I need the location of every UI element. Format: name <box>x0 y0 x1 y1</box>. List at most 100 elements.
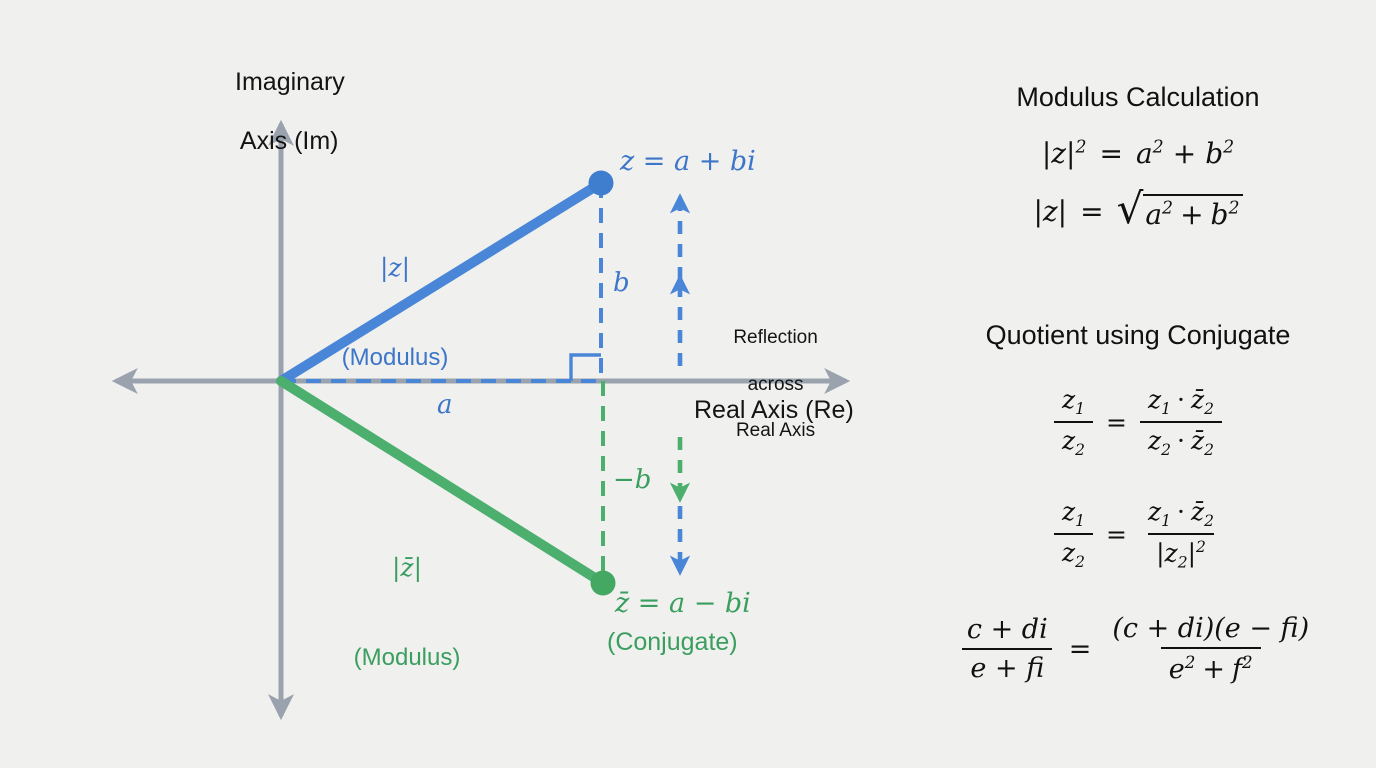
real-axis-label: Real Axis (Re) <box>694 396 854 424</box>
q1-rd1-sub: 2 <box>1161 441 1172 459</box>
q1-dot2: · <box>1177 426 1185 455</box>
q2-dot: · <box>1177 497 1185 526</box>
q2-rn1-sub: 1 <box>1161 512 1172 530</box>
reflection-note-line2: across <box>747 373 804 395</box>
q1-rn1-sub: 1 <box>1161 400 1172 418</box>
q1-rd2: z̄ <box>1190 426 1205 455</box>
quotient-eq2-right-fraction: z1·z̄2 |z2|2 <box>1140 497 1222 571</box>
modulus-eq2-b-exp: 2 <box>1228 198 1240 219</box>
modulus-eq1-lhs-base: z <box>1051 137 1067 170</box>
q2-ln-sub: 1 <box>1075 512 1086 531</box>
quotient-eq1-right-fraction: z1·z̄2 z2·z̄2 <box>1139 385 1223 459</box>
quotient-eq1-left-num: z1 <box>1054 385 1093 421</box>
point-z-marker <box>588 170 614 196</box>
quotient-eq3-left-den: e + fi <box>962 648 1053 684</box>
component-negative-b-label: −b <box>613 465 652 495</box>
quotient-eq1-right-den: z2·z̄2 <box>1139 421 1223 459</box>
q2-rd-close: | <box>1187 538 1197 568</box>
point-z-conjugate-sublabel: (Conjugate) <box>607 628 738 656</box>
q2-rn1: z <box>1147 497 1162 526</box>
quotient-eq3-right-num: (c + di)(e − fi) <box>1112 613 1310 644</box>
q3-e-exp: 2 <box>1184 652 1196 672</box>
q1-ln: z <box>1061 385 1076 414</box>
quotient-eq3-left-fraction: c + di e + fi <box>959 614 1056 684</box>
right-angle-marker <box>569 353 601 381</box>
quotient-eq3-right-fraction: (c + di)(e − fi) e2+f2 <box>1104 613 1317 685</box>
quotient-eq2-left-den: z2 <box>1053 533 1094 572</box>
q1-ld-sub: 2 <box>1075 441 1086 459</box>
quotient-eq2-right-num: z1 ·z̄2 <box>1140 497 1222 533</box>
q2-rd: |z <box>1156 538 1178 568</box>
radical-sign: √ <box>1116 184 1144 233</box>
q2-rd-sub: 2 <box>1177 553 1188 572</box>
quotient-eq1-right-num: z1·z̄2 <box>1140 385 1222 421</box>
q1-dot: · <box>1177 385 1185 414</box>
formula-panel: Modulus Calculation |z|2 = a2 + b2 |z| =… <box>900 0 1376 768</box>
modulus-eq1-b-exp: 2 <box>1223 137 1235 158</box>
quotient-section-title: Quotient using Conjugate <box>985 320 1291 350</box>
point-z-label: z = a + bi <box>620 146 756 177</box>
quotient-equation-1: z1 z2 = z1·z̄2 z2·z̄2 <box>900 385 1376 459</box>
q2-ld: z <box>1061 538 1076 568</box>
q1-rn2-sub: 2 <box>1204 400 1215 418</box>
vector-z-modulus-symbol: |z| <box>379 253 411 282</box>
equals-sign: = <box>1106 519 1127 549</box>
q1-rd2-sub: 2 <box>1204 441 1215 459</box>
q3-f-exp: 2 <box>1242 652 1253 672</box>
reflection-note-line3: Real Axis <box>735 419 816 441</box>
q1-rd1: z <box>1147 426 1162 455</box>
modulus-eq2-a-exp: 2 <box>1162 198 1174 219</box>
vector-z-conjugate-modulus-word: (Modulus) <box>353 644 461 672</box>
modulus-eq2-b: b <box>1210 198 1229 231</box>
modulus-eq1-op: + <box>1172 137 1197 170</box>
quotient-equation-3: c + di e + fi = (c + di)(e − fi) e2+f2 <box>900 613 1376 685</box>
reflection-note-line1: Reflection <box>733 327 818 349</box>
modulus-eq1-a: a <box>1135 137 1153 170</box>
imaginary-axis-label-line1: Imaginary <box>235 67 345 96</box>
quotient-eq3-left-num: c + di <box>966 614 1048 645</box>
vector-z <box>276 178 606 386</box>
q2-ld-sub: 2 <box>1075 553 1086 572</box>
component-a-label: a <box>437 390 453 420</box>
modulus-section-title: Modulus Calculation <box>1016 82 1260 112</box>
modulus-eq1-rhs-b: b2 <box>1205 137 1234 170</box>
component-b-label: b <box>613 268 630 298</box>
q2-rn2: z̄ <box>1190 497 1205 526</box>
q3-op: + <box>1202 654 1226 685</box>
q2-rd-exp: 2 <box>1196 538 1206 556</box>
equals-sign: = <box>1068 633 1092 665</box>
q2-ln: z <box>1061 497 1076 527</box>
vector-z-conjugate-modulus-symbol: |z̄| <box>391 553 423 582</box>
radicand: a2+b2 <box>1143 194 1243 231</box>
imaginary-axis-label: Imaginary Axis (Im) <box>186 38 366 186</box>
modulus-equation-1: |z|2 = a2 + b2 <box>900 137 1376 170</box>
q3-e: e <box>1168 654 1185 685</box>
quotient-eq2-right-den: |z2|2 <box>1148 533 1214 571</box>
modulus-eq2-a: a <box>1145 198 1163 231</box>
quotient-eq1-left-den: z2 <box>1053 421 1094 459</box>
modulus-eq1-lhs: |z|2 <box>1041 137 1087 170</box>
vector-z-modulus-word: (Modulus) <box>341 344 449 372</box>
quotient-eq1-left-fraction: z1 z2 <box>1053 385 1094 459</box>
modulus-eq2-op: + <box>1180 198 1204 231</box>
point-z-conjugate-label: z̄ = a − bi <box>615 588 751 619</box>
quotient-equation-2: z1 z2 = z1·z̄2 |z2|2 <box>900 497 1376 571</box>
modulus-eq1-lhs-exp: 2 <box>1075 137 1087 158</box>
modulus-eq1-a-exp: 2 <box>1152 137 1164 158</box>
point-z-conjugate-marker <box>590 570 616 596</box>
equals-sign: = <box>1099 137 1123 170</box>
reflection-note: Reflection across Real Axis <box>692 303 838 465</box>
q1-ln-sub: 1 <box>1075 400 1086 418</box>
modulus-eq1-rhs-a: a2 <box>1136 137 1164 170</box>
equals-sign: = <box>1080 194 1104 228</box>
imaginary-axis-label-line2: Axis (Im) <box>239 126 339 155</box>
modulus-equation-2: |z| = √ a2+b2 <box>900 184 1376 233</box>
vector-z-conjugate <box>276 376 608 588</box>
vector-z-conjugate-modulus-label: |z̄| (Modulus) <box>322 492 492 733</box>
q1-rn1: z <box>1147 385 1162 414</box>
quotient-eq3-right-den: e2+f2 <box>1160 647 1261 685</box>
q2-rn2-sub: 2 <box>1204 512 1215 530</box>
modulus-eq1-b: b <box>1205 137 1224 170</box>
